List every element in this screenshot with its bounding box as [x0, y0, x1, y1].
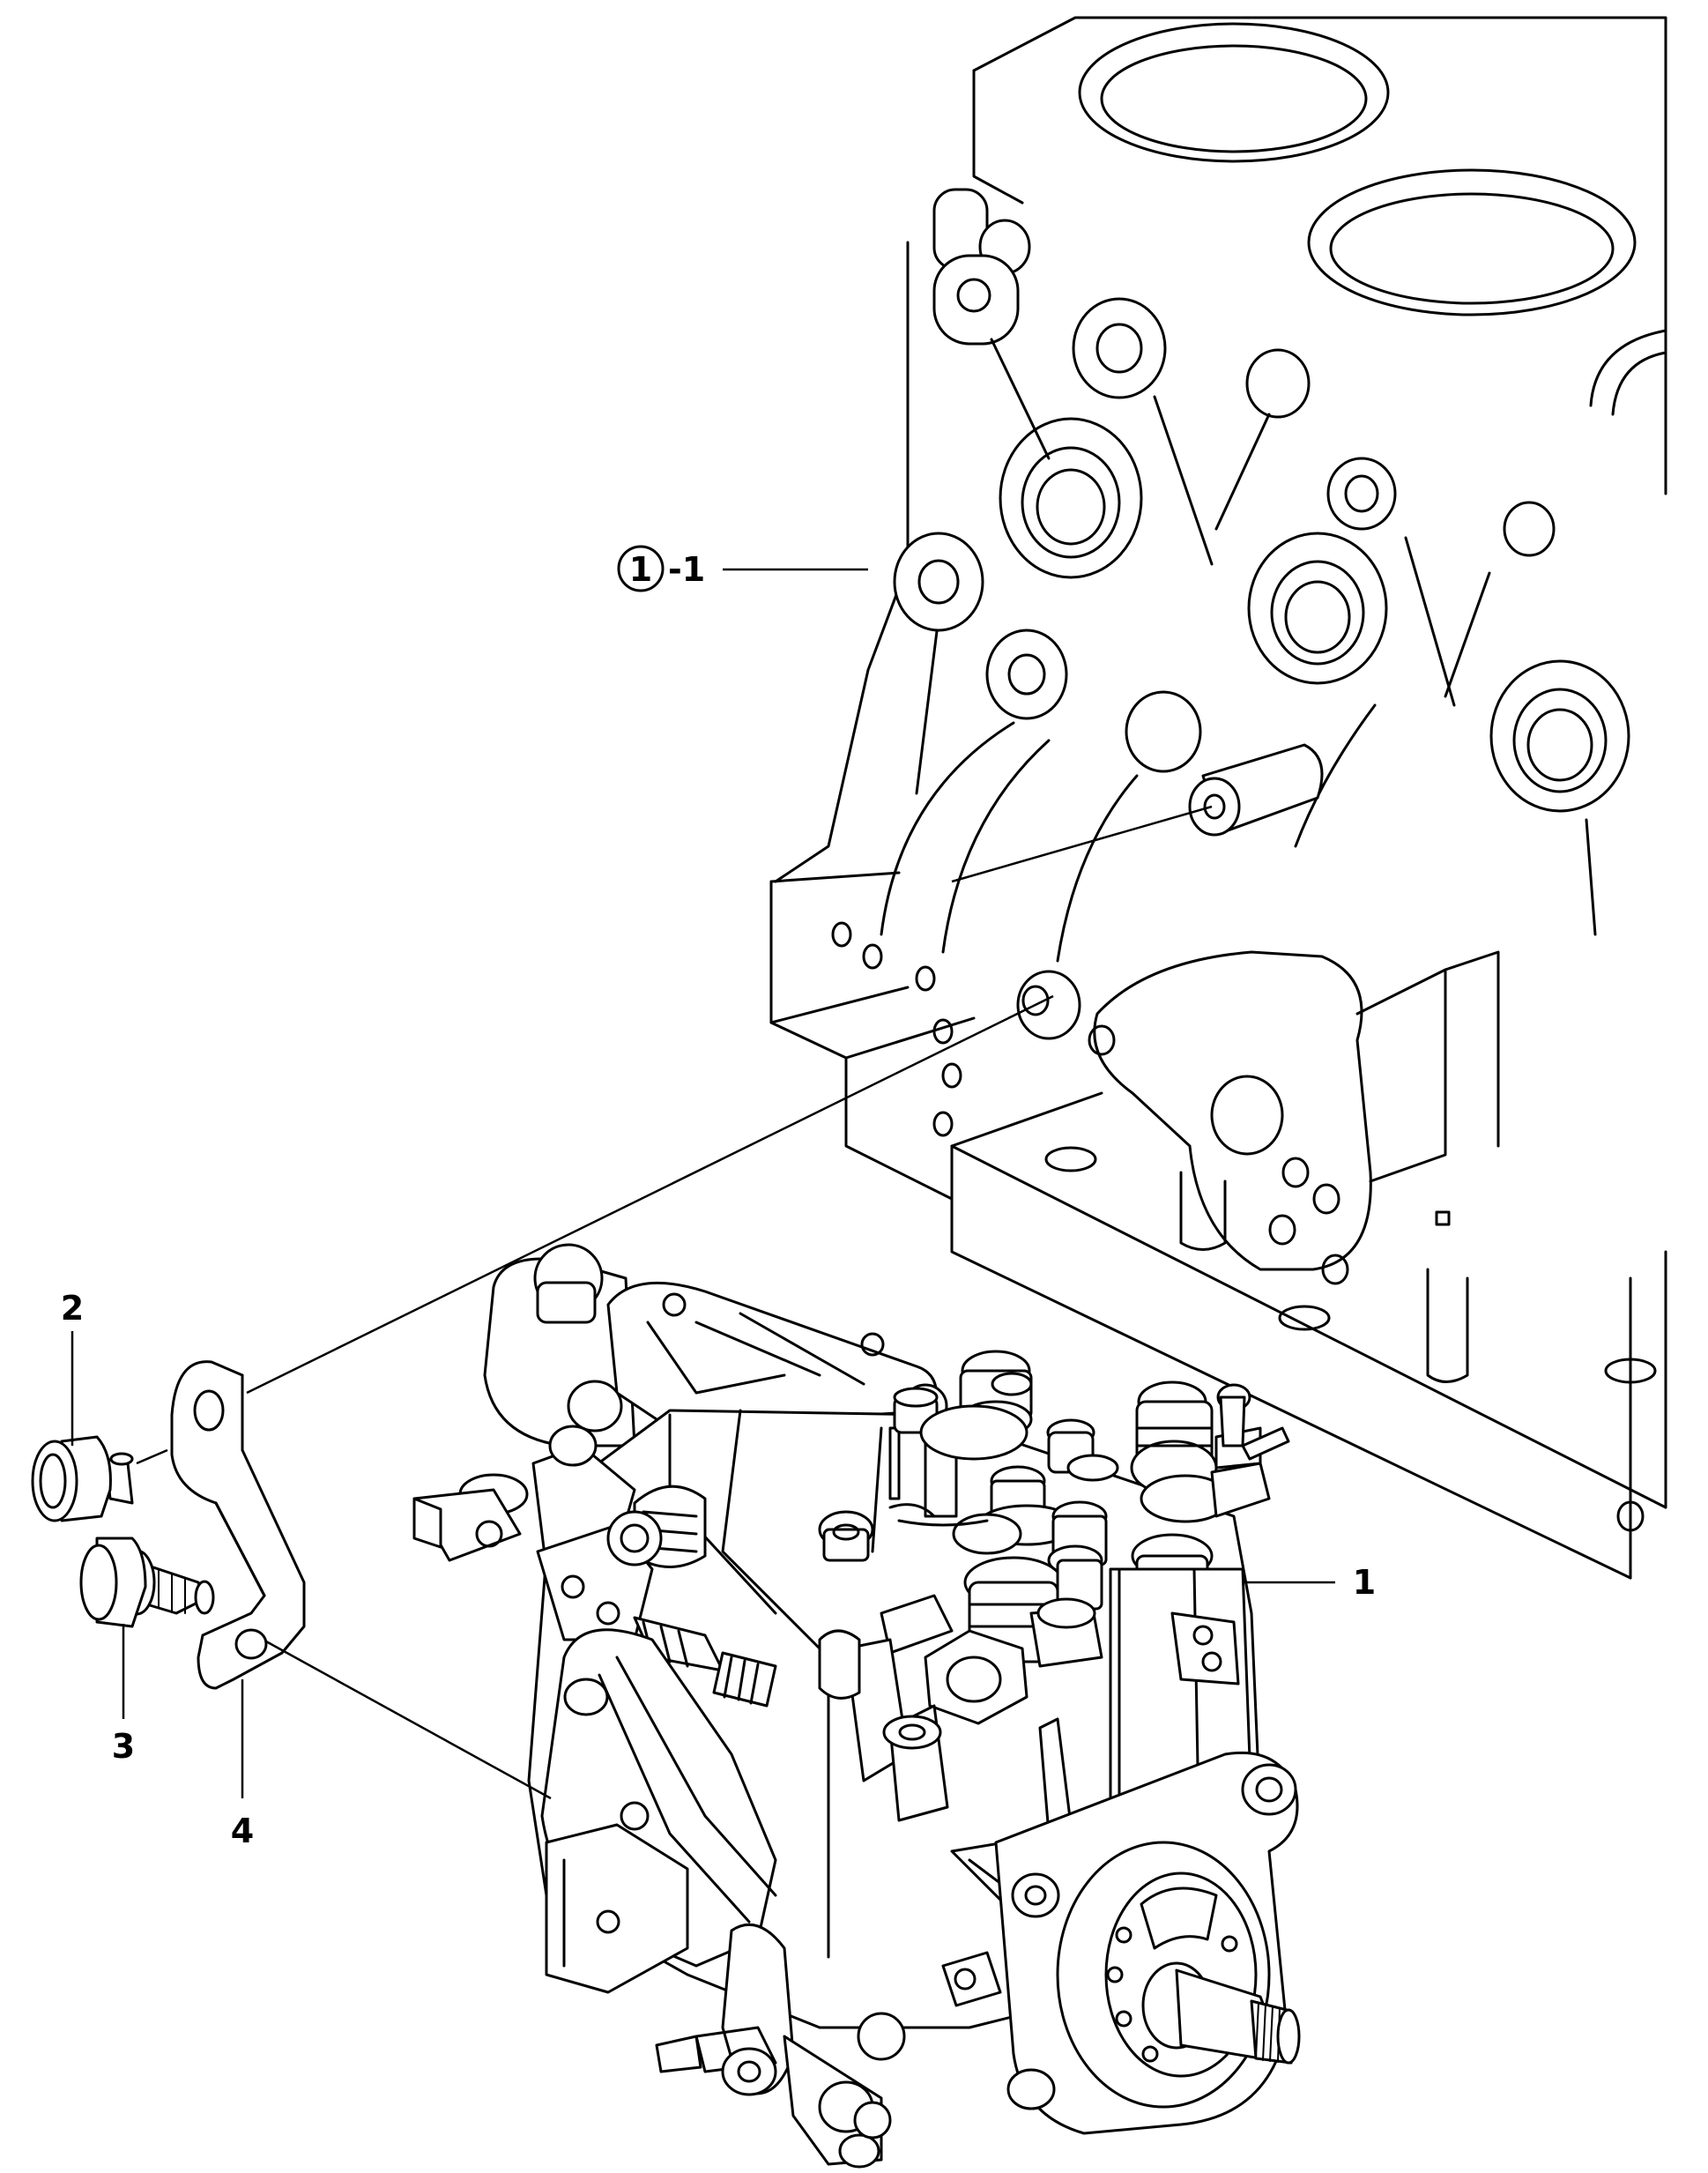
- callout-number: 3: [112, 1727, 135, 1766]
- flange-nut-drawing: [31, 1435, 134, 1522]
- callout-suffix: -1: [668, 550, 705, 589]
- callout-bolt: 3: [112, 1624, 135, 1766]
- callout-nut: 2: [61, 1289, 84, 1446]
- callout-bracket: 4: [231, 1679, 254, 1850]
- callout-pump: 1: [1243, 1563, 1376, 1602]
- callout-number: 1: [1353, 1563, 1376, 1602]
- callout-number: 4: [231, 1812, 254, 1850]
- assembly-lines: [136, 805, 1213, 1800]
- bolt-drawing: [79, 1537, 215, 1628]
- injection-pump-drawing: [412, 1243, 1301, 2169]
- callout-circle: [617, 545, 665, 592]
- bracket-drawing: [170, 1360, 306, 1690]
- callout-number: 1: [629, 550, 652, 589]
- callout-number: 2: [61, 1289, 84, 1328]
- callout-engine-block: 1 -1: [617, 545, 868, 592]
- engine-block-drawing: [769, 16, 1667, 1580]
